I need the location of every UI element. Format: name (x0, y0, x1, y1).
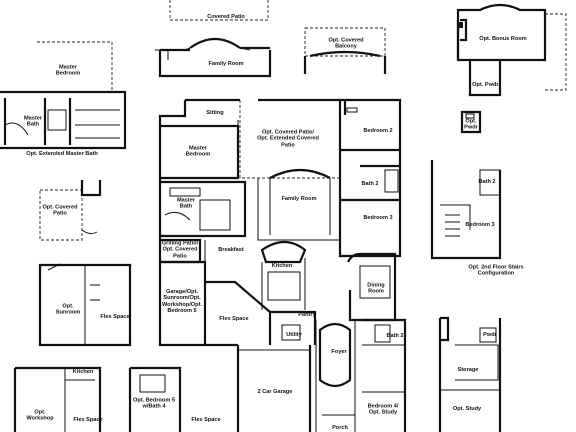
extended-master-bath-option (0, 41, 127, 150)
label-flex-space-main: Flex Space (219, 315, 249, 322)
label-utility: Utility (286, 331, 302, 338)
label-opt-covered-patio-left: Opt. Covered Patio (42, 204, 78, 217)
label-bonus-room: Opt. Bonus Room (479, 35, 527, 42)
label-bedroom2: Bedroom 2 (363, 127, 393, 134)
label-family-room-top: Family Room (208, 60, 244, 67)
label-opt-pwdr-b: Opt. Pwdr (464, 118, 478, 131)
label-garage-options: Garage/Opt. Sunroom/Opt. Workshop/Opt. B… (162, 289, 202, 315)
label-flex-space-bl2: Flex Space (191, 416, 221, 423)
label-sitting: Sitting (206, 109, 224, 116)
bonus-room-option (456, 3, 567, 97)
label-kitchen: Kitchen (271, 262, 293, 269)
label-storage: Storage (457, 366, 479, 373)
label-dining-room: Dining Room (367, 282, 385, 295)
stairs-config-option (430, 160, 502, 260)
label-ext-master-bath: Opt. Extended Master Bath (26, 150, 98, 157)
label-opt-workshop: Opt. Workshop (26, 409, 54, 422)
label-flex-space-left: Flex Space (100, 313, 130, 320)
label-master-bath-alt: Master Bath (23, 115, 43, 128)
opt-bedroom5-option (128, 366, 182, 432)
label-opt-study: Opt. Study (452, 405, 482, 412)
label-opt-bed5: Opt. Bedroom 5 w/Bath 4 (133, 397, 175, 410)
label-opt-covered-patio-main: Opt. Covered Patio/ Opt. Extended Covere… (257, 129, 319, 149)
label-foyer: Foyer (331, 348, 347, 355)
label-covered-balcony: Opt. Covered Balcony (328, 37, 364, 50)
opt-sunroom-option (38, 263, 132, 347)
label-kitchen-left: Kitchen (72, 368, 94, 375)
label-master-bath: Master Bath (176, 197, 196, 210)
label-opt-pwdr-a: Opt. Pwdr. (472, 81, 500, 88)
label-master-bedroom: Master Bedroom (185, 145, 211, 158)
label-family-room: Family Room (281, 195, 317, 202)
label-breakfast: Breakfast (218, 246, 244, 253)
label-porch: Porch (332, 424, 348, 431)
label-bedroom4: Bedroom 4/ Opt. Study (367, 403, 399, 416)
label-bath2-upper: Bath 2 (361, 180, 379, 187)
opt-pwdr-small (460, 110, 482, 134)
label-bedroom3: Bedroom 3 (363, 214, 393, 221)
label-bedroom3-right: Bedroom 3 (465, 221, 495, 228)
covered-balcony-option (303, 27, 387, 74)
label-flex-space-bl: Flex Space (73, 416, 103, 423)
label-stairs-config: Opt. 2nd Floor Stairs Configuration (468, 264, 524, 277)
label-master-bedroom-alt: Master Bedroom (55, 64, 81, 77)
label-garage: 2 Car Garage (257, 388, 293, 395)
label-grilling-patio: Grilling Patio/ Opt. Covered Patio (161, 240, 199, 260)
label-pantry: Pantry (298, 311, 316, 318)
label-opt-sunroom: Opt. Sunroom (55, 303, 81, 316)
opt-covered-patio-left (39, 180, 102, 241)
opt-study-option (438, 316, 502, 432)
opt-workshop-option (13, 366, 102, 432)
label-bath2-right: Bath 2 (478, 178, 496, 185)
label-bath2-lower: Bath 2 (386, 332, 404, 339)
label-pwdr-right: Pwdr (483, 331, 497, 338)
main-floor (158, 98, 407, 432)
label-covered-patio-top: Covered Patio (207, 13, 245, 20)
covered-patio-option (155, 0, 272, 78)
